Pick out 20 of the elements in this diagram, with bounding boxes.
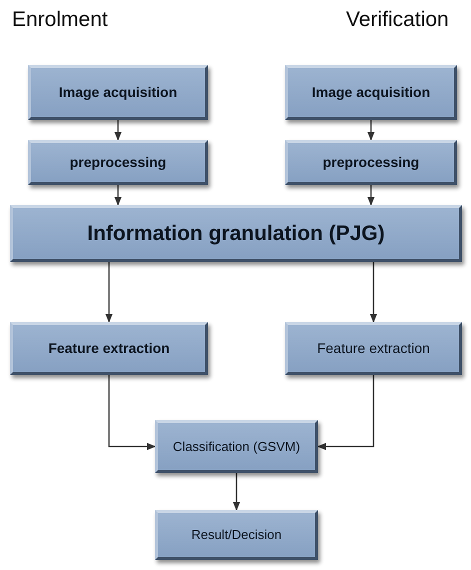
arrow [367, 185, 375, 206]
process-box: Information granulation (PJG) [10, 205, 462, 262]
column-heading: Verification [346, 8, 449, 32]
arrow [317, 375, 374, 450]
process-box: Image acquisition [285, 65, 457, 120]
process-box: Classification (GSVM) [155, 420, 318, 473]
arrow [232, 473, 240, 511]
arrow [370, 262, 378, 323]
arrow [114, 185, 122, 206]
arrow [105, 262, 113, 323]
arrow [367, 120, 375, 141]
process-box: Feature extraction [10, 322, 208, 375]
process-box: Feature extraction [285, 322, 462, 375]
process-box: Result/Decision [155, 510, 318, 560]
process-box: Image acquisition [28, 65, 208, 120]
arrow [114, 120, 122, 141]
column-heading: Enrolment [12, 8, 108, 32]
process-box: preprocessing [28, 140, 208, 185]
arrow [108, 375, 156, 450]
process-box: preprocessing [285, 140, 457, 185]
